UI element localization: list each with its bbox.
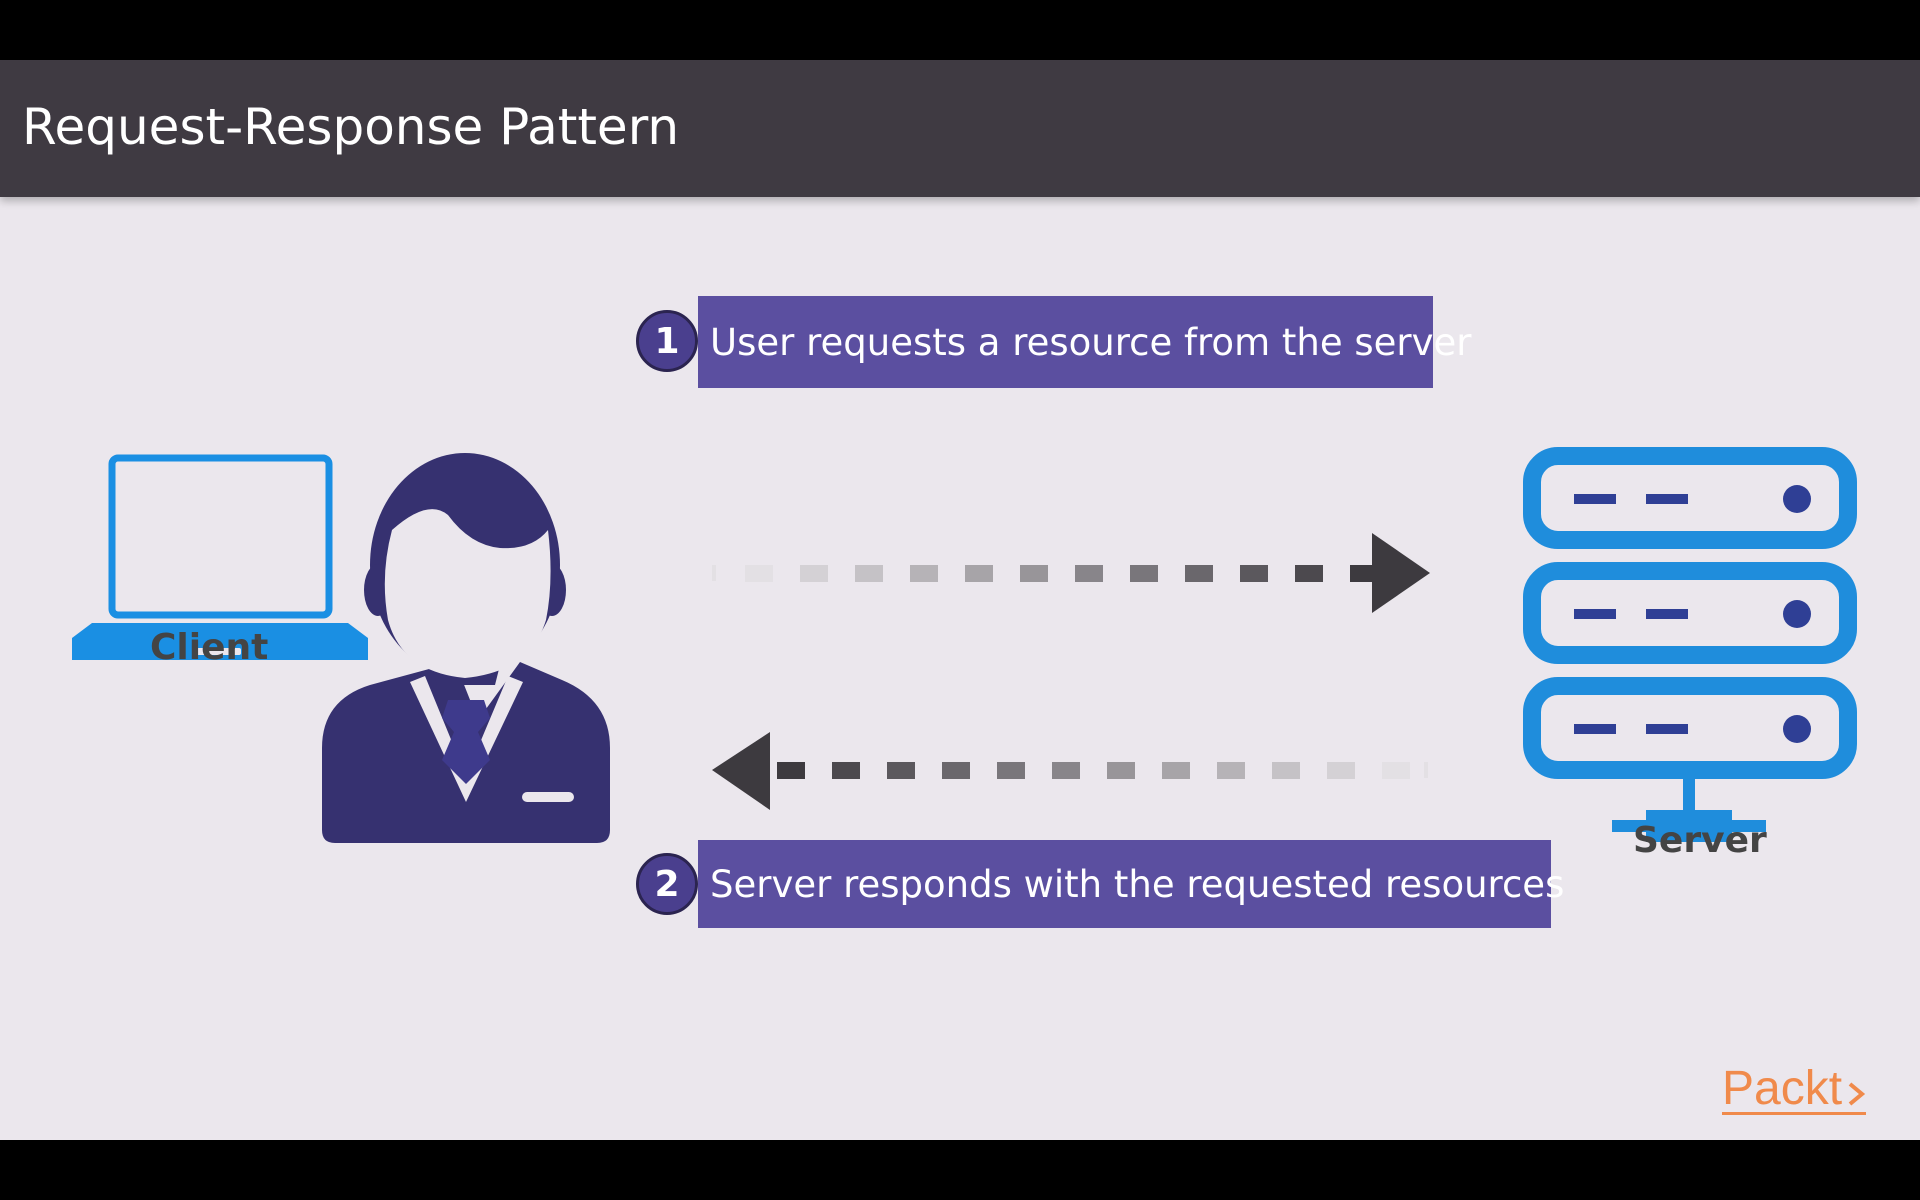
response-arrow-dash <box>1107 762 1135 779</box>
request-arrow-dash <box>1350 565 1378 582</box>
step-response-text: Server responds with the requested resou… <box>710 862 1565 906</box>
request-arrow-dash <box>910 565 938 582</box>
request-arrow-dash <box>1130 565 1158 582</box>
response-arrow-dash <box>1272 762 1300 779</box>
response-arrow-icon <box>712 732 1428 810</box>
request-arrow-dash <box>1075 565 1103 582</box>
response-arrow-dash <box>1052 762 1080 779</box>
title-bar: Request-Response Pattern <box>0 60 1920 197</box>
diagram-canvas <box>72 447 1857 843</box>
server-icon <box>1523 447 1857 842</box>
request-arrow-dash <box>1185 565 1213 582</box>
step-request-label: User requests a resource from the server <box>698 296 1471 388</box>
person-icon <box>322 453 610 843</box>
server-label: Server <box>1633 820 1767 861</box>
request-arrow-dash <box>1240 565 1268 582</box>
request-arrow-dash <box>1295 565 1323 582</box>
packt-logo: Packt <box>1722 1062 1866 1115</box>
packt-logo-text: Packt <box>1722 1062 1842 1115</box>
step-response-label: Server responds with the requested resou… <box>698 840 1564 928</box>
response-arrow-dash <box>1327 762 1355 779</box>
response-arrow-dash <box>1382 762 1410 779</box>
client-label: Client <box>150 627 269 668</box>
response-arrow-dash <box>832 762 860 779</box>
slide: Request-Response Pattern <box>0 60 1920 1140</box>
slide-title: Request-Response Pattern <box>22 98 680 156</box>
response-arrow-dash <box>997 762 1025 779</box>
letterbox-top <box>0 0 1920 60</box>
response-arrow-dash <box>887 762 915 779</box>
request-arrow-dash <box>745 565 773 582</box>
response-arrow-dash <box>1217 762 1245 779</box>
response-arrow-dash <box>1162 762 1190 779</box>
step-request-text: User requests a resource from the server <box>710 320 1472 364</box>
request-arrow-dash <box>855 565 883 582</box>
request-arrow-dash <box>1020 565 1048 582</box>
step-number-1: 1 <box>636 310 698 372</box>
letterbox-bottom <box>0 1140 1920 1200</box>
laptop-icon <box>72 454 368 660</box>
request-arrow-dash <box>965 565 993 582</box>
request-arrow-dash <box>800 565 828 582</box>
response-arrow-dash <box>777 762 805 779</box>
request-arrow-icon <box>712 533 1430 613</box>
step-number-2: 2 <box>636 853 698 915</box>
response-arrow-dash <box>942 762 970 779</box>
